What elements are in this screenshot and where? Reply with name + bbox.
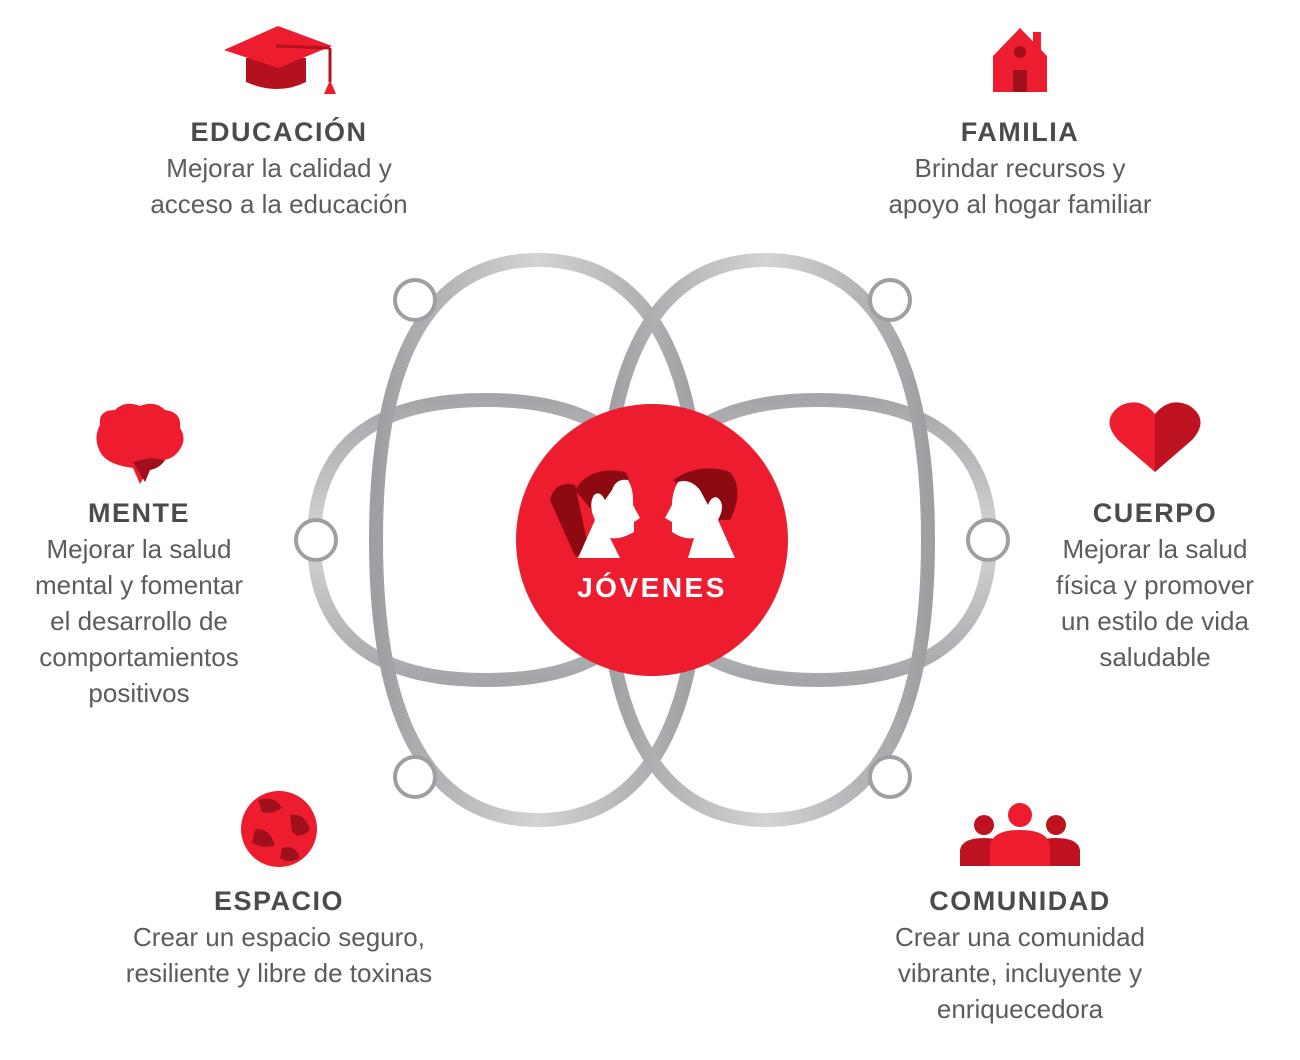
pillar-text: Mejorar la salud xyxy=(1062,534,1248,564)
pillar-educacion: EDUCACIÓN Mejorar la calidad y acceso a l… xyxy=(99,114,459,222)
ring-nodes xyxy=(294,278,1010,799)
pillar-familia: FAMILIA Brindar recursos y apoyo al hogar… xyxy=(840,114,1200,222)
pillar-title: CUERPO xyxy=(1092,498,1218,528)
pillar-text: comportamientos xyxy=(39,642,239,672)
pillar-text: Crear una comunidad xyxy=(894,922,1146,952)
brain-icon xyxy=(96,403,184,484)
globe-icon xyxy=(241,791,317,867)
pillar-text: Mejorar la salud xyxy=(46,534,232,564)
pillar-title: COMUNIDAD xyxy=(929,886,1111,916)
ring-node xyxy=(393,755,437,799)
pillar-text: positivos xyxy=(88,678,190,708)
graduation-cap-icon xyxy=(224,26,336,94)
pillar-cuerpo: CUERPO Mejorar la salud física y promover… xyxy=(975,495,1300,675)
pillar-text: Mejorar la calidad y xyxy=(166,153,392,183)
pillar-text: mental y fomentar xyxy=(34,570,244,600)
pillar-text: el desarrollo de xyxy=(50,606,228,636)
two-faces-icon xyxy=(550,468,738,558)
ring-node xyxy=(868,278,912,322)
pillar-text: Brindar recursos y xyxy=(914,153,1126,183)
ring-node xyxy=(868,755,912,799)
pillar-text: un estilo de vida xyxy=(1061,606,1249,636)
pillar-title: MENTE xyxy=(88,498,190,528)
ring-node xyxy=(966,518,1010,562)
pillar-text: enriquecedora xyxy=(936,994,1104,1024)
center-circle xyxy=(516,404,788,676)
house-icon xyxy=(993,28,1047,92)
ring-node xyxy=(393,278,437,322)
pillar-text: física y promover xyxy=(1056,570,1254,600)
pillar-text: Crear un espacio seguro, xyxy=(133,922,425,952)
pillar-text: acceso a la educación xyxy=(150,189,408,219)
heart-icon xyxy=(1109,402,1201,472)
pillar-comunidad: COMUNIDAD Crear una comunidad vibrante, i… xyxy=(820,883,1220,1027)
ring-tall-right xyxy=(596,252,936,828)
people-icon xyxy=(960,803,1080,866)
pillar-mente: MENTE Mejorar la salud mental y fomentar e… xyxy=(0,495,319,711)
pillar-espacio: ESPACIO Crear un espacio seguro, resilien… xyxy=(79,883,479,991)
center-label: JÓVENES xyxy=(577,572,727,603)
pillar-text: apoyo al hogar familiar xyxy=(888,189,1152,219)
pillar-title: EDUCACIÓN xyxy=(190,117,368,147)
pillar-text: resiliente y libre de toxinas xyxy=(125,958,433,988)
ring-node xyxy=(294,518,338,562)
pillar-title: FAMILIA xyxy=(960,117,1080,147)
pillar-text: saludable xyxy=(1099,642,1211,672)
pillar-title: ESPACIO xyxy=(213,886,345,916)
pillar-text: vibrante, incluyente y xyxy=(897,958,1143,988)
